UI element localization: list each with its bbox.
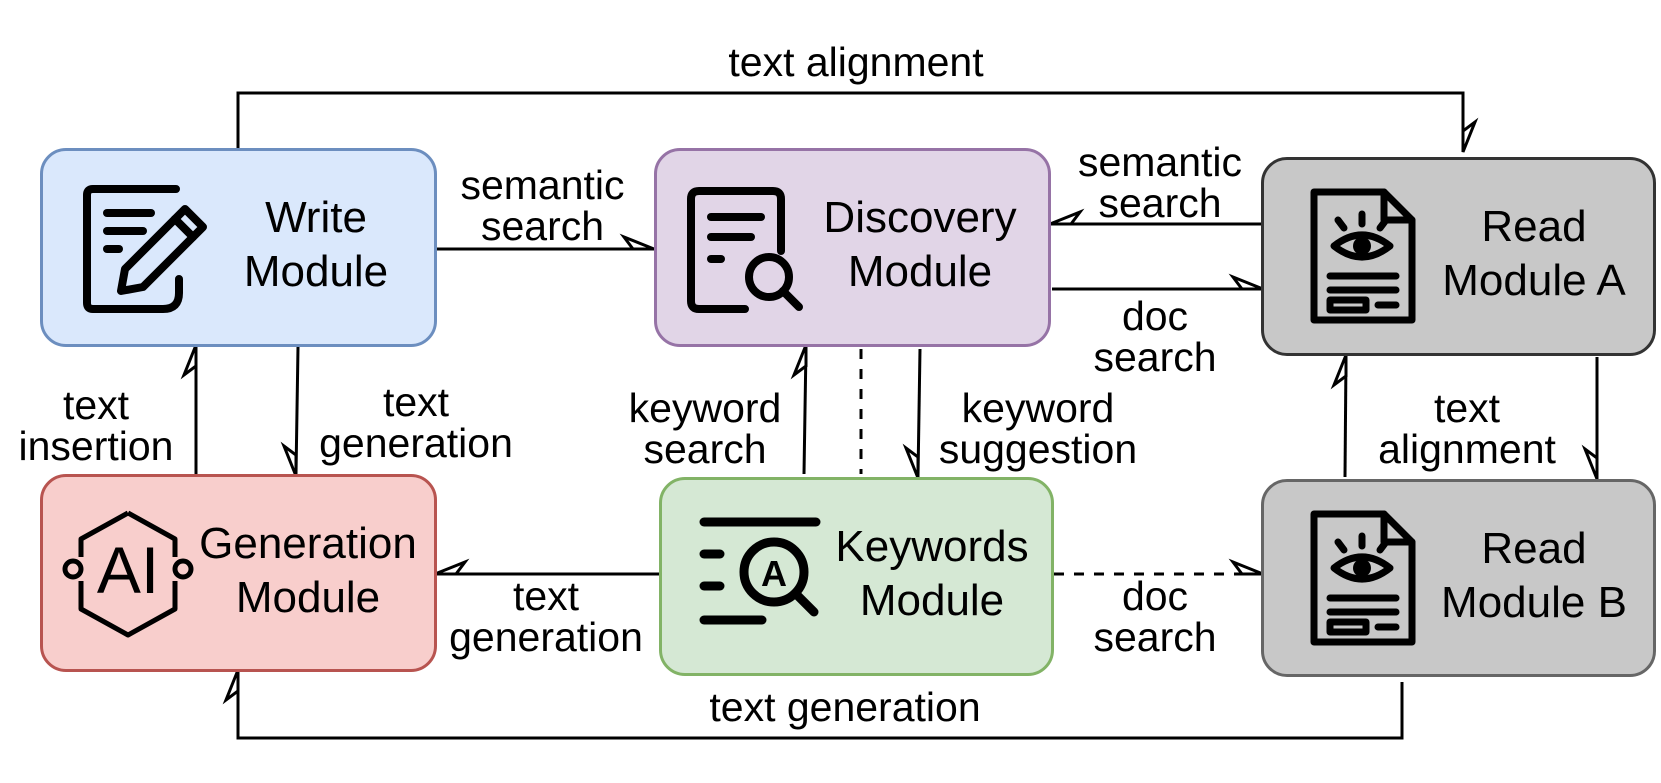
edge-label-keyword-suggestion: keyword suggestion <box>926 388 1150 470</box>
arrowhead-generation-bottom <box>222 669 240 705</box>
generation-module-box: AI Generation Module <box>40 474 437 672</box>
discovery-module-label: Discovery Module <box>815 191 1025 299</box>
edge-label-line: semantic <box>1077 139 1243 185</box>
edge-discovery-to-keywords <box>916 348 922 477</box>
read-module-b-label: Read Module B <box>1434 522 1634 630</box>
edge-write-to-generation <box>294 346 300 475</box>
generation-module-line1: Generation <box>199 519 417 568</box>
arrowhead-readA-left <box>1228 273 1264 291</box>
edge-label-line: keyword <box>628 385 782 431</box>
document-eye-icon <box>1310 188 1416 324</box>
read-module-b-box: Read Module B <box>1261 479 1656 677</box>
edge-label-discovery-readA: doc search <box>1075 296 1235 378</box>
edge-label-text-insertion: text insertion <box>6 385 186 467</box>
edge-label-line: keyword <box>961 385 1115 431</box>
keywords-module-label: Keywords Module <box>832 520 1032 628</box>
edge-label-line: alignment <box>1378 426 1556 472</box>
generation-module-label: Generation Module <box>193 517 423 625</box>
keywords-module-box: A Keywords Module <box>659 477 1054 676</box>
edge-label-text-generation-bottom: text generation <box>690 687 1000 728</box>
edge-label-line: insertion <box>18 423 174 469</box>
svg-text:AI: AI <box>97 533 159 607</box>
edge-label-text-alignment-top: text alignment <box>700 42 1012 83</box>
svg-text:A: A <box>761 553 787 594</box>
document-search-icon <box>687 187 803 313</box>
edge-label-keyword-search: keyword search <box>616 388 794 470</box>
edge-label-line: search <box>1093 614 1217 660</box>
edge-label-line: search <box>643 426 767 472</box>
write-module-box: Write Module <box>40 148 437 347</box>
document-eye-icon <box>1310 510 1416 646</box>
read-module-a-label: Read Module A <box>1434 200 1634 308</box>
arrowhead-discovery-right <box>1049 208 1085 226</box>
pencil-document-icon <box>83 185 207 313</box>
generation-module-line2: Module <box>235 573 381 622</box>
edge-label-line: search <box>1093 334 1217 380</box>
edge-label-line: doc <box>1121 573 1189 619</box>
arrowhead-discovery-left <box>619 233 655 251</box>
edge-label-readA-discovery: semantic search <box>1060 142 1260 224</box>
edge-label-write-discovery: semantic search <box>440 165 645 247</box>
keyword-search-icon: A <box>699 517 821 625</box>
arrowhead-discovery-bottom <box>790 344 808 380</box>
edge-label-line: suggestion <box>938 426 1138 472</box>
arrowhead-readB-top <box>1581 444 1599 480</box>
edge-label-keywords-readB: doc search <box>1075 576 1235 658</box>
edge-label-line: search <box>480 203 605 249</box>
discovery-module-line2: Module <box>847 247 993 296</box>
keywords-module-line1: Keywords <box>835 522 1029 571</box>
edge-label-line: text <box>382 379 450 425</box>
read-module-b-line1: Read <box>1481 524 1587 573</box>
ai-hexagon-icon: AI <box>62 510 194 638</box>
arrowhead-generation-top <box>280 441 298 477</box>
read-module-a-line1: Read <box>1481 202 1587 251</box>
edge-keywords-to-discovery <box>802 346 808 475</box>
read-module-b-line2: Module B <box>1441 578 1627 627</box>
arrowhead-generation-right <box>434 558 470 576</box>
edge-label-line: text <box>512 573 580 619</box>
arrowhead-readA-bottom <box>1330 354 1348 390</box>
arrowhead-keywords-top <box>902 443 920 479</box>
edge-text-generation-bottom <box>236 672 1404 740</box>
write-module-line2: Module <box>243 247 389 296</box>
edge-label-line: doc <box>1121 293 1189 339</box>
edge-label-line: generation <box>449 614 643 660</box>
edge-label-line: text <box>62 382 130 428</box>
write-module-line1: Write <box>265 193 367 242</box>
edge-label-write-generation: text generation <box>306 382 526 464</box>
discovery-module-box: Discovery Module <box>654 148 1051 347</box>
edge-label-readA-readB: text alignment <box>1362 388 1572 470</box>
arrowhead-write-bottom-left <box>180 344 198 380</box>
read-module-a-box: Read Module A <box>1261 157 1656 356</box>
arrowhead-readA-top <box>1461 117 1479 153</box>
keywords-module-line2: Module <box>859 576 1005 625</box>
edge-text-alignment-top <box>236 91 1465 150</box>
edge-label-line: search <box>1098 180 1222 226</box>
edge-label-keywords-generation: text generation <box>436 576 656 658</box>
read-module-a-line2: Module A <box>1442 256 1626 305</box>
arrowhead-readB-left <box>1228 558 1264 576</box>
edge-label-line: text <box>1433 385 1501 431</box>
edge-label-line: generation <box>319 420 513 466</box>
write-module-label: Write Module <box>231 191 401 299</box>
discovery-module-line1: Discovery <box>823 193 1017 242</box>
edge-label-line: semantic <box>460 162 625 208</box>
